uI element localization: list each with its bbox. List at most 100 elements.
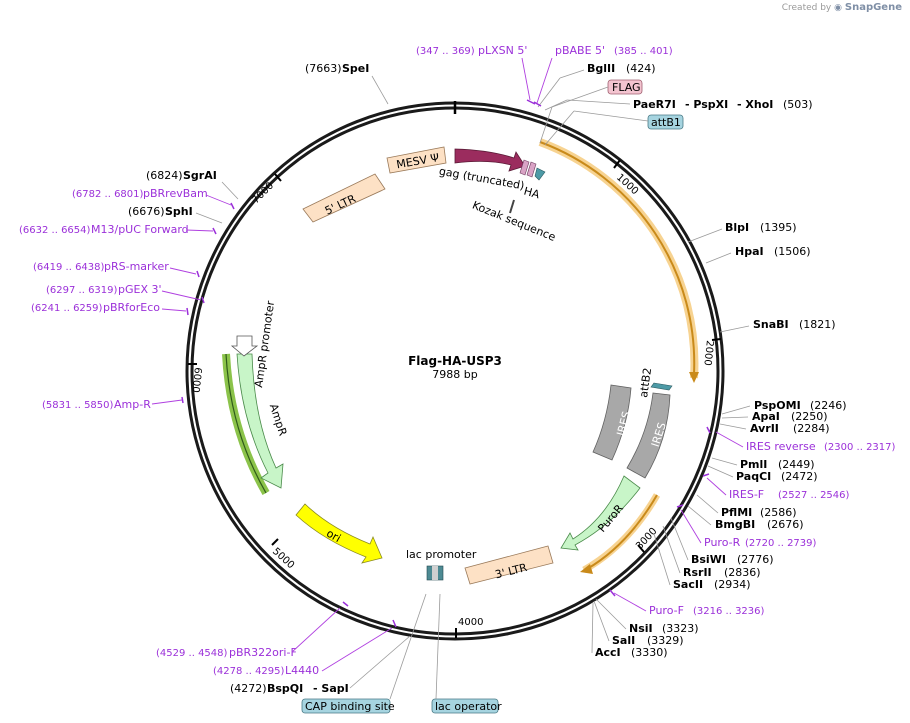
- svg-text:(2527 .. 2546): (2527 .. 2546): [778, 490, 850, 501]
- primer-puro-f[interactable]: Puro-F (3216 .. 3236): [609, 589, 765, 617]
- svg-text:PspOMI: PspOMI: [754, 399, 801, 412]
- feature-kozak-sequence: Kozak sequence: [470, 199, 557, 244]
- svg-text:pBABE 5': pBABE 5': [555, 44, 605, 57]
- site-paer7i-pspxi-xhoi[interactable]: PaeR7I - PspXI - XhoI (503): [544, 98, 813, 111]
- svg-text:SphI: SphI: [165, 205, 193, 218]
- feature-attb2: attB2: [637, 367, 673, 398]
- svg-text:pBRrevBam: pBRrevBam: [143, 187, 208, 200]
- primer-puro-r[interactable]: Puro-R (2720 .. 2739): [676, 504, 817, 549]
- site-sgrai[interactable]: (6824) SgrAI: [146, 169, 239, 200]
- tick-6000: 6000: [188, 363, 203, 393]
- svg-text:L4440: L4440: [285, 664, 319, 677]
- site-bmgbi[interactable]: BmgBI (2676): [687, 505, 804, 531]
- site-apai[interactable]: ApaI (2250): [721, 410, 828, 423]
- primer-m13-puc-forward[interactable]: (6632 .. 6654) M13/pUC Forward: [19, 223, 217, 236]
- svg-text:(2836): (2836): [724, 566, 761, 579]
- svg-text:(2250): (2250): [791, 410, 828, 423]
- svg-text:- SapI: - SapI: [313, 682, 349, 695]
- site-avrii[interactable]: AvrII (2284): [719, 422, 830, 435]
- feature-mesv-psi: MESV Ψ: [386, 146, 447, 174]
- primer-pbr322ori-f[interactable]: (4529 .. 4548) pBR322ori-F: [156, 601, 349, 659]
- svg-text:(2586): (2586): [760, 506, 797, 519]
- svg-text:(3329): (3329): [647, 634, 684, 647]
- feature-puror-orf-arrow: [580, 493, 661, 574]
- site-snabi[interactable]: SnaBI (1821): [719, 318, 836, 333]
- site-bspqi-sapi[interactable]: (4272) BspQI - SapI: [230, 635, 411, 695]
- svg-text:BsiWI: BsiWI: [691, 553, 726, 566]
- svg-text:BglII: BglII: [587, 62, 615, 75]
- site-nsii[interactable]: NsiI (3323): [595, 598, 699, 635]
- primer-ires-f[interactable]: IRES-F (2527 .. 2546): [702, 473, 850, 501]
- svg-text:NsiI: NsiI: [629, 622, 653, 635]
- svg-text:(503): (503): [783, 98, 813, 111]
- site-rsrii[interactable]: RsrII (2836): [662, 525, 761, 579]
- site-sali[interactable]: SalI (3329): [593, 600, 684, 647]
- primer-l4440[interactable]: (4278 .. 4295) L4440: [213, 619, 397, 677]
- svg-text:pLXSN 5': pLXSN 5': [478, 44, 527, 57]
- svg-text:SnaBI: SnaBI: [753, 318, 789, 331]
- svg-text:- PspXI: - PspXI: [685, 98, 728, 111]
- box-flag: FLAG: [539, 79, 643, 144]
- svg-text:PflMI: PflMI: [721, 506, 752, 519]
- primer-prs-marker[interactable]: (6419 .. 6438) pRS-marker: [33, 260, 200, 278]
- svg-text:AccI: AccI: [595, 646, 621, 659]
- site-acci[interactable]: AccI (3330): [591, 602, 668, 659]
- svg-text:6000: 6000: [189, 367, 203, 393]
- primer-pbabe-5[interactable]: pBABE 5' (385 .. 401): [533, 44, 673, 107]
- svg-text:IRES-F: IRES-F: [729, 488, 764, 501]
- primer-ires-reverse[interactable]: IRES reverse (2300 .. 2317): [706, 426, 896, 453]
- site-pspomi[interactable]: PspOMI (2246): [721, 399, 847, 415]
- svg-text:lac operator: lac operator: [435, 700, 502, 713]
- svg-text:BmgBI: BmgBI: [715, 518, 755, 531]
- site-hpai[interactable]: HpaI (1506): [705, 245, 811, 264]
- credit-brand: SnapGene: [844, 2, 902, 13]
- svg-text:(1395): (1395): [760, 221, 797, 234]
- box-attb1: attB1: [544, 110, 684, 146]
- site-spei[interactable]: (7663) SpeI: [305, 62, 389, 105]
- svg-text:SacII: SacII: [673, 578, 703, 591]
- svg-text:SgrAI: SgrAI: [183, 169, 217, 182]
- svg-text:SpeI: SpeI: [342, 62, 369, 75]
- site-sphi[interactable]: (6676) SphI: [128, 205, 223, 224]
- site-pmli[interactable]: PmlI (2449): [711, 457, 815, 471]
- svg-text:PmlI: PmlI: [740, 458, 767, 471]
- svg-text:HpaI: HpaI: [735, 245, 764, 258]
- box-cap-binding-site: CAP binding site: [301, 593, 427, 714]
- feature-ori: ori: [295, 503, 383, 564]
- svg-text:lac promoter: lac promoter: [406, 548, 477, 561]
- svg-text:IRES: IRES: [614, 410, 633, 437]
- feature-usp3-orf: [538, 138, 699, 383]
- site-blpi[interactable]: BlpI (1395): [687, 221, 797, 243]
- site-bsiwi[interactable]: BsiWI (2776): [670, 517, 774, 566]
- svg-text:(6632 .. 6654): (6632 .. 6654): [19, 225, 91, 236]
- svg-text:(6782 .. 6801): (6782 .. 6801): [72, 189, 144, 200]
- svg-text:Puro-R: Puro-R: [704, 536, 741, 549]
- svg-text:pBR322ori-F: pBR322ori-F: [229, 646, 297, 659]
- svg-text:FLAG: FLAG: [612, 81, 641, 94]
- snapgene-credit: Created by ◉ SnapGene: [782, 2, 902, 13]
- primer-amp-r[interactable]: (5831 .. 5850) Amp-R: [42, 396, 184, 411]
- box-lac-operator: lac operator: [431, 593, 502, 714]
- svg-text:7000: 7000: [250, 180, 276, 206]
- primer-plxsn-5[interactable]: (347 .. 369) pLXSN 5': [416, 44, 536, 105]
- svg-text:M13/pUC Forward: M13/pUC Forward: [91, 223, 189, 236]
- site-pflmi[interactable]: PflMI (2586): [696, 494, 797, 519]
- site-paqci[interactable]: PaqCI (2472): [707, 465, 818, 483]
- svg-text:(347 .. 369): (347 .. 369): [416, 46, 475, 57]
- credit-prefix: Created by: [781, 3, 832, 13]
- primer-pbrforeco[interactable]: (6241 .. 6259) pBRforEco: [31, 301, 189, 316]
- feature-lac-promoter: lac promoter: [406, 548, 477, 581]
- plasmid-name: Flag-HA-USP3: [408, 354, 502, 368]
- site-sacii[interactable]: SacII (2934): [653, 533, 751, 591]
- svg-text:(2720 .. 2739): (2720 .. 2739): [745, 538, 817, 549]
- svg-text:(4278 .. 4295): (4278 .. 4295): [213, 666, 285, 677]
- svg-text:RsrII: RsrII: [683, 566, 712, 579]
- primer-pgex-3[interactable]: (6297 .. 6319) pGEX 3': [46, 283, 205, 304]
- site-bglii[interactable]: BglII (424): [537, 62, 656, 108]
- primer-pbrrevbam[interactable]: (6782 .. 6801) pBRrevBam: [72, 187, 235, 210]
- svg-text:(3323): (3323): [662, 622, 699, 635]
- svg-text:CAP binding site: CAP binding site: [305, 700, 395, 713]
- svg-text:pBRforEco: pBRforEco: [103, 301, 160, 314]
- plasmid-size: 7988 bp: [432, 368, 477, 381]
